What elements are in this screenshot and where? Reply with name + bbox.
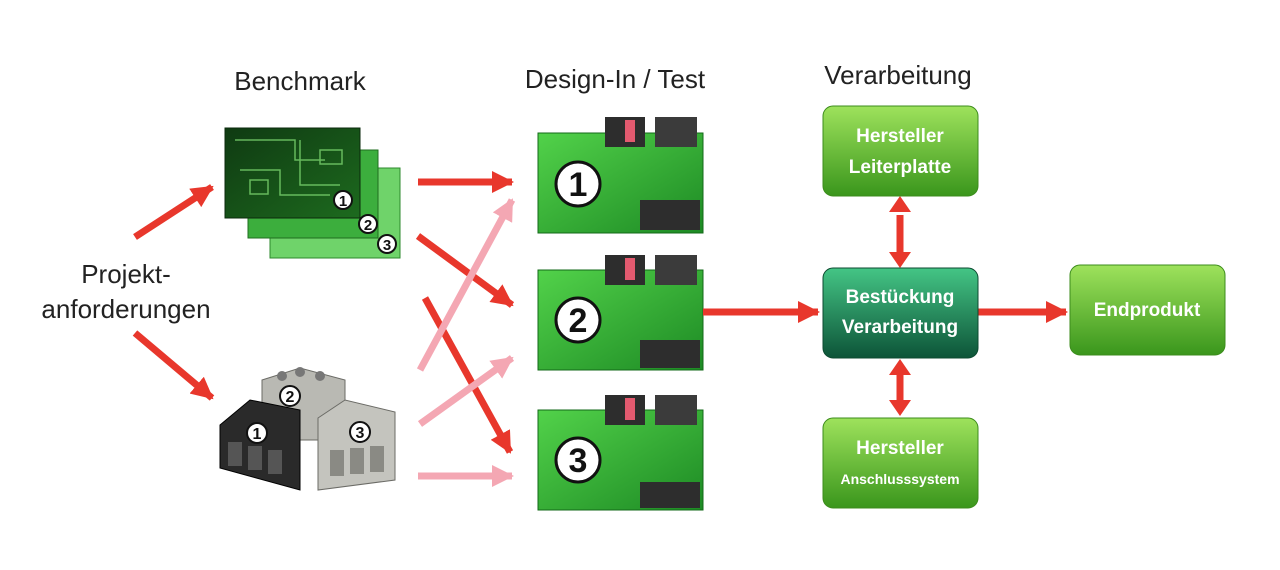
box-anschluss-line2: Anschlusssystem: [840, 471, 959, 487]
terminal-number-badge-3: [349, 421, 371, 443]
arrow-pcb-to-design3: [421, 296, 514, 454]
box-endprodukt-label: Endprodukt: [1094, 300, 1201, 321]
design-number-badge-3: [554, 436, 602, 484]
terminal-number-badge-1: [246, 422, 268, 444]
project-label-line1: Projekt-: [81, 259, 171, 289]
box-leiterplatte-line2: Leiterplatte: [849, 157, 951, 178]
terminal-number-badge-2: [279, 385, 301, 407]
design-number-3: 3: [569, 442, 588, 480]
arrow-project-to-pcb: [133, 184, 214, 240]
box-bestueckung-line1: Bestückung: [846, 287, 955, 308]
header-design-in: Design-In / Test: [525, 64, 706, 94]
pcb-number-badge-2: [358, 214, 378, 234]
arrow-project-to-terminal: [132, 330, 215, 401]
terminal-block-3: [317, 399, 396, 491]
terminal-number-1: 1: [253, 426, 262, 443]
pcb-number-badge-1: [333, 190, 353, 210]
design-board-2: 2: [537, 255, 704, 371]
design-number-2: 2: [569, 302, 588, 340]
terminal-number-2: 2: [286, 389, 295, 406]
box-anschluss-line1: Hersteller: [856, 438, 944, 459]
project-requirements-label: Projekt- anforderungen: [41, 259, 210, 324]
design-number-1: 1: [569, 166, 588, 204]
pcb-number-2: 2: [364, 217, 372, 234]
box-hersteller-leiterplatte: Hersteller Leiterplatte: [822, 105, 979, 197]
arrow-pcb-to-design2: [415, 233, 515, 308]
design-number-badge-2: [554, 296, 602, 344]
pcb-number-badge-3: [377, 234, 397, 254]
box-hersteller-anschlusssystem: Hersteller Anschlusssystem: [822, 417, 979, 509]
flow-arrows: [132, 171, 1068, 487]
box-bestueckung-verarbeitung: Bestückung Verarbeitung: [822, 267, 979, 359]
box-bestueckung-line2: Verarbeitung: [842, 317, 958, 338]
box-leiterplatte-line1: Hersteller: [856, 126, 944, 147]
arrow-terminal-to-design1: [416, 198, 516, 372]
benchmark-terminal-blocks: 1 2 3: [219, 367, 396, 491]
terminal-number-3: 3: [356, 425, 365, 442]
box-endprodukt: Endprodukt: [1069, 264, 1226, 356]
pcb-number-1: 1: [339, 193, 347, 210]
arrow-terminal-to-design2: [417, 355, 515, 427]
pcb-number-3: 3: [383, 237, 391, 254]
design-board-1: 1: [537, 117, 704, 234]
project-label-line2: anforderungen: [41, 294, 210, 324]
design-number-badge-1: [554, 160, 602, 208]
header-verarbeitung: Verarbeitung: [824, 60, 971, 90]
benchmark-pcb-stack: 1 2 3: [224, 127, 401, 259]
design-board-3: 3: [537, 395, 704, 511]
header-benchmark: Benchmark: [234, 66, 366, 96]
